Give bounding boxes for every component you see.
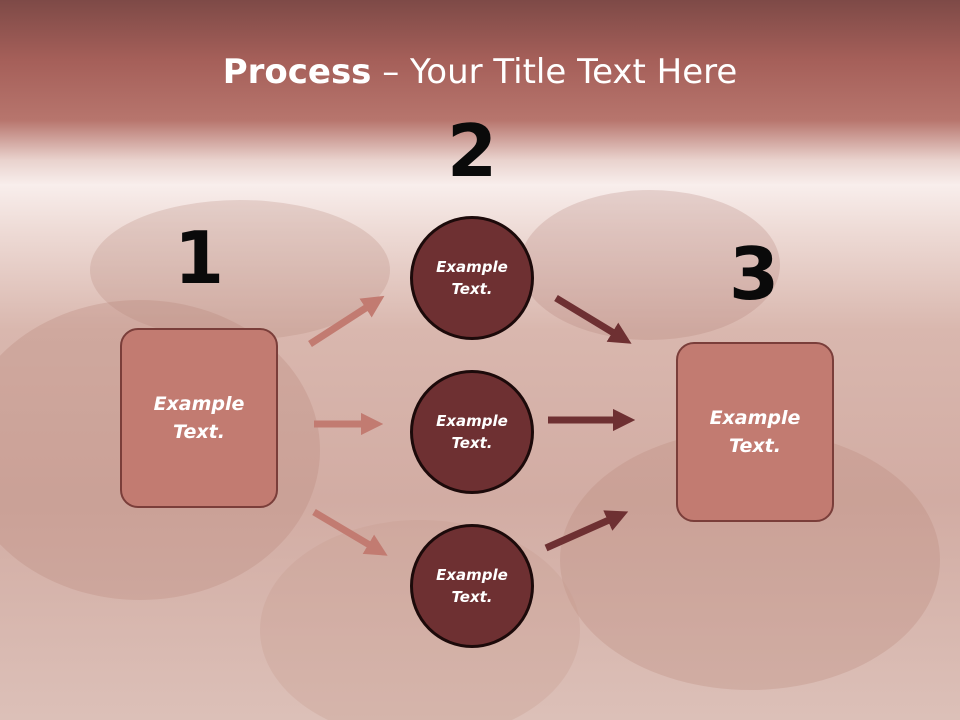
arrow-left-to-top bbox=[308, 295, 385, 347]
step-circle-top: Example Text. bbox=[410, 216, 534, 340]
circle-middle-line2: Text. bbox=[451, 434, 493, 452]
bg-blob bbox=[520, 190, 780, 340]
title-bold: Process bbox=[222, 52, 372, 92]
step-number-3: 3 bbox=[728, 232, 780, 316]
step-circle-middle: Example Text. bbox=[410, 370, 534, 494]
box-left-line2: Text. bbox=[173, 421, 225, 443]
step-number-2: 2 bbox=[446, 109, 498, 193]
circle-bottom-line2: Text. bbox=[451, 588, 493, 606]
title-rest: – Your Title Text Here bbox=[371, 52, 738, 92]
slide-title: Process – Your Title Text Here bbox=[0, 52, 960, 92]
step-circle-bottom: Example Text. bbox=[410, 524, 534, 648]
step-number-1: 1 bbox=[173, 216, 225, 300]
step-box-left: Example Text. bbox=[120, 328, 278, 508]
bg-blob bbox=[90, 200, 390, 340]
box-right-line1: Example bbox=[709, 406, 801, 429]
box-right-line2: Text. bbox=[729, 435, 781, 457]
step-box-right: Example Text. bbox=[676, 342, 834, 522]
circle-top-line1: Example bbox=[436, 257, 508, 276]
box-left-line1: Example bbox=[153, 392, 245, 415]
arrow-top-to-right bbox=[554, 295, 632, 344]
arrow-left-to-bottom bbox=[312, 508, 388, 556]
arrow-bottom-to-right bbox=[544, 510, 629, 552]
circle-middle-line1: Example bbox=[436, 411, 508, 430]
circle-bottom-line1: Example bbox=[436, 565, 508, 584]
circle-top-line2: Text. bbox=[451, 280, 493, 298]
